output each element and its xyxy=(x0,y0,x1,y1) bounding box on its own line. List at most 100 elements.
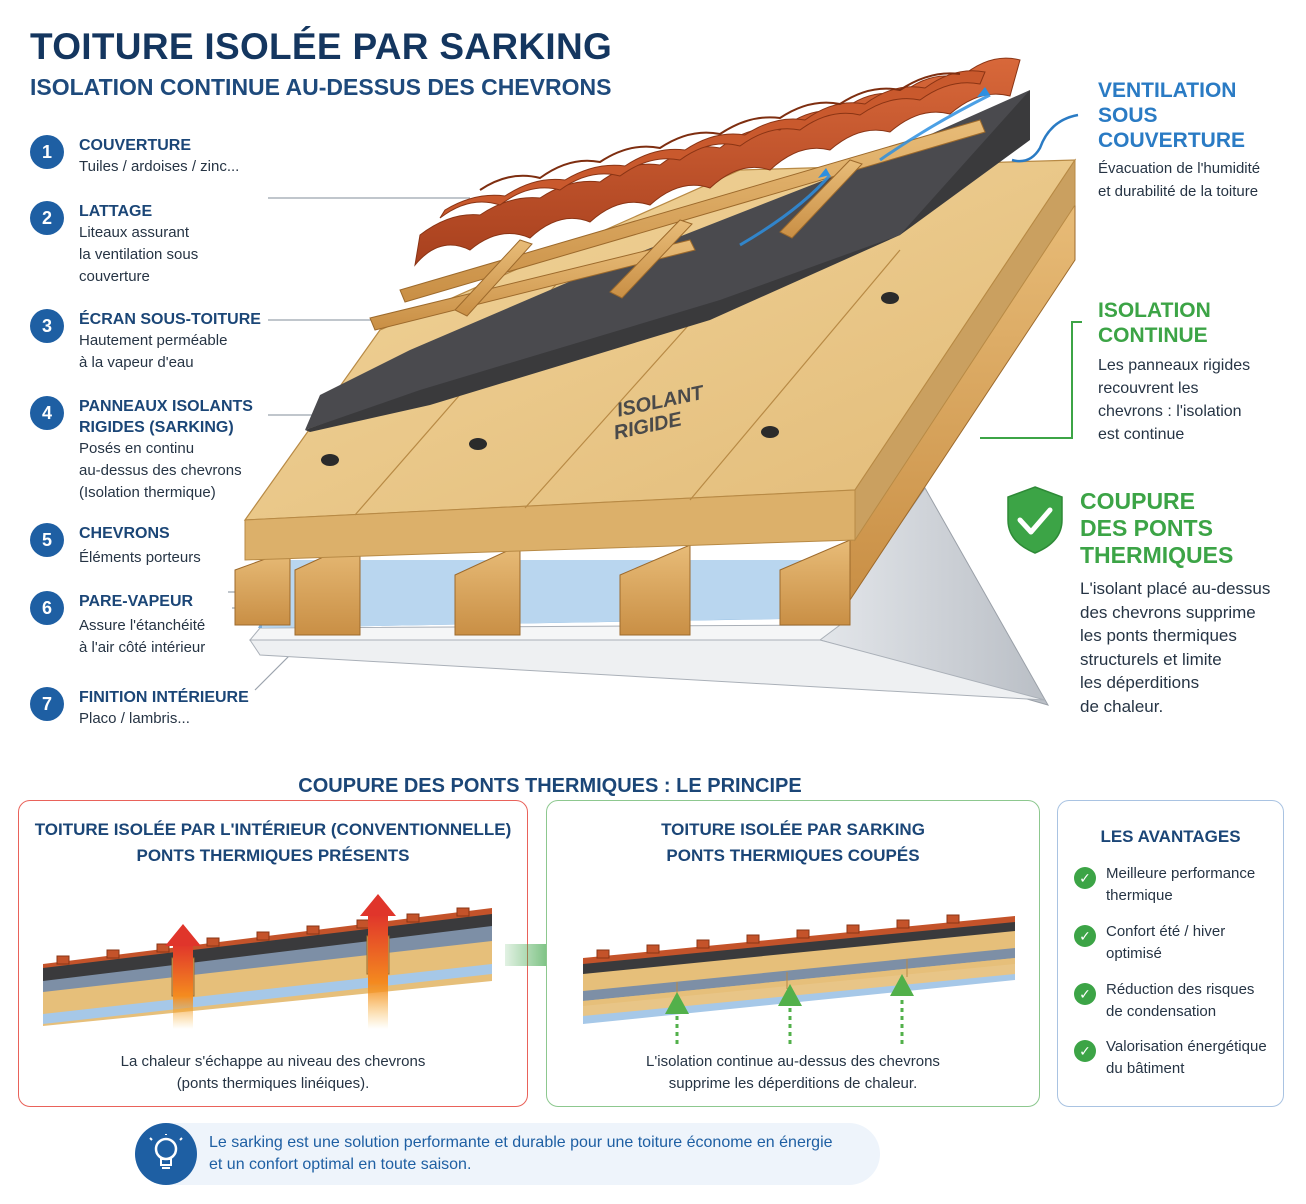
panel-conventional-title-1: TOITURE ISOLÉE PAR L'INTÉRIEUR (CONVENTI… xyxy=(34,820,512,839)
panel-conventional-caption-1: La chaleur s'échappe au niveau des chevr… xyxy=(120,1053,426,1070)
advantage-text: Valorisation énergétique xyxy=(1106,1038,1267,1055)
layer-desc: Posés en continu xyxy=(79,440,195,457)
layer-desc: à la vapeur d'eau xyxy=(79,354,194,371)
layer-title: PARE-VAPEUR xyxy=(79,593,194,610)
coupure-desc-5: les déperditions xyxy=(1080,673,1200,692)
coupure-desc-4: structurels et limite xyxy=(1080,649,1222,669)
tip-banner: Le sarking est une solution performante … xyxy=(135,1123,880,1185)
layer-title: COUVERTURE xyxy=(79,137,192,154)
advantage-text: Meilleure performance xyxy=(1106,865,1256,882)
layer-desc: à l'air côté intérieur xyxy=(79,639,206,656)
coupure-title-2: DES PONTS xyxy=(1080,515,1213,541)
advantage-text: Confort été / hiver xyxy=(1106,923,1226,940)
check-icon: ✓ xyxy=(1074,983,1096,1005)
check-icon: ✓ xyxy=(1074,1040,1096,1062)
ventilation-desc-1: Évacuation de l'humidité xyxy=(1098,160,1261,177)
isolation-title-2: CONTINUE xyxy=(1098,324,1208,347)
layer-item-finition: 7 FINITION INTÉRIEURE Placo / lambris... xyxy=(30,687,280,730)
layer-item-ecran: 3 ÉCRAN SOUS-TOITURE Hautement perméable… xyxy=(30,309,280,374)
layer-title: ÉCRAN SOUS-TOITURE xyxy=(79,311,261,328)
advantage-text-2: thermique xyxy=(1106,887,1173,904)
isolation-desc-4: est continue xyxy=(1098,426,1185,443)
coupure-title-1: COUPURE xyxy=(1080,488,1196,514)
layer-number: 5 xyxy=(30,523,64,557)
tip-text-1: Le sarking est une solution performante … xyxy=(209,1134,833,1151)
layer-item-chevrons: 5 CHEVRONS Éléments porteurs xyxy=(30,523,280,569)
check-icon: ✓ xyxy=(1074,925,1096,947)
panel-sarking-title-1: TOITURE ISOLÉE PAR SARKING xyxy=(661,820,925,839)
layer-desc: Tuiles / ardoises / zinc... xyxy=(79,158,240,175)
roof-cutaway-illustration: ISOLANT RIGIDE xyxy=(228,57,1082,706)
advantage-text-2: du bâtiment xyxy=(1106,1060,1185,1077)
layer-desc: la ventilation sous xyxy=(79,246,199,263)
panel-conventional: TOITURE ISOLÉE PAR L'INTÉRIEUR (CONVENTI… xyxy=(18,800,528,1107)
advantage-text: Réduction des risques xyxy=(1106,981,1255,998)
layer-title: FINITION INTÉRIEURE xyxy=(79,689,249,706)
panel-sarking-caption-1: L'isolation continue au-dessus des chevr… xyxy=(646,1053,940,1070)
screws xyxy=(321,292,899,466)
layer-desc: couverture xyxy=(79,268,150,285)
coupure-desc-2: des chevrons supprime xyxy=(1080,602,1256,622)
layer-title: CHEVRONS xyxy=(79,525,170,542)
roof-tiles xyxy=(414,57,1021,267)
advantage-item: ✓ Valorisation énergétique du bâtiment xyxy=(1074,1036,1274,1080)
lightbulb-icon xyxy=(135,1123,197,1185)
layer-number: 2 xyxy=(30,201,64,235)
layer-number: 1 xyxy=(30,135,64,169)
layer-number: 4 xyxy=(30,396,64,430)
layer-desc: (Isolation thermique) xyxy=(79,484,216,501)
blocked-heat-arrows xyxy=(665,974,914,1044)
layer-number: 7 xyxy=(30,687,64,721)
sarking-roof-section xyxy=(583,914,1015,1044)
panel-conventional-caption-2: (ponts thermiques linéiques). xyxy=(176,1075,370,1092)
isolation-desc-1: Les panneaux rigides xyxy=(1098,357,1251,374)
layer-item-pare-vapeur: 6 PARE-VAPEUR Assure l'étanchéité à l'ai… xyxy=(30,591,280,659)
conventional-roof-section xyxy=(43,894,492,1029)
shield-check-icon xyxy=(1007,486,1063,554)
isolation-title-1: ISOLATION xyxy=(1098,299,1211,322)
isolation-annotation: ISOLATION CONTINUE Les panneaux rigides … xyxy=(1098,298,1303,446)
layer-item-lattage: 2 LATTAGE Liteaux assurant la ventilatio… xyxy=(30,201,280,288)
panel-sarking-caption-2: supprime les déperditions de chaleur. xyxy=(668,1075,918,1092)
coupure-desc-3: les ponts thermiques xyxy=(1080,626,1237,645)
layer-title: LATTAGE xyxy=(79,203,153,220)
advantage-item: ✓ Confort été / hiver optimisé xyxy=(1074,921,1274,965)
ventilation-airflow-arrows xyxy=(739,93,991,247)
ventilation-desc-2: et durabilité de la toiture xyxy=(1098,183,1259,200)
page-subtitle: ISOLATION CONTINUE AU-DESSUS DES CHEVRON… xyxy=(30,74,612,100)
panel-advantages: LES AVANTAGES ✓ Meilleure performance th… xyxy=(1057,800,1284,1107)
isolation-desc-3: chevrons : l'isolation xyxy=(1098,403,1242,420)
layer-number: 3 xyxy=(30,309,64,343)
panel-sarking: TOITURE ISOLÉE PAR SARKING PONTS THERMIQ… xyxy=(546,800,1040,1107)
battens xyxy=(369,119,986,331)
principle-title: COUPURE DES PONTS THERMIQUES : LE PRINCI… xyxy=(298,775,802,797)
layer-number: 6 xyxy=(30,591,64,625)
coupure-desc-6: de chaleur. xyxy=(1080,696,1164,716)
coupure-title-3: THERMIQUES xyxy=(1080,542,1234,568)
page-title: TOITURE ISOLÉE PAR SARKING xyxy=(30,26,613,67)
layer-title-2: RIGIDES (SARKING) xyxy=(79,419,234,436)
layer-item-panneaux: 4 PANNEAUX ISOLANTS RIGIDES (SARKING) Po… xyxy=(30,396,280,504)
panel-conventional-title-2: PONTS THERMIQUES PRÉSENTS xyxy=(136,846,410,865)
layer-desc: Placo / lambris... xyxy=(79,710,190,727)
ventilation-title-2: SOUS COUVERTURE xyxy=(1098,104,1246,152)
layer-item-couverture: 1 COUVERTURE Tuiles / ardoises / zinc... xyxy=(30,135,280,178)
heat-loss-arrows xyxy=(165,894,396,1029)
isolation-desc-2: recouvrent les xyxy=(1098,380,1199,397)
layer-desc: Liteaux assurant xyxy=(79,224,190,241)
ventilation-annotation: VENTILATION SOUS COUVERTURE Évacuation d… xyxy=(1098,78,1303,203)
coupure-annotation: COUPURE DES PONTS THERMIQUES L'isolant p… xyxy=(1080,488,1302,718)
rafters xyxy=(234,198,1076,636)
layer-desc: au-dessus des chevrons xyxy=(79,462,242,479)
layer-desc: Assure l'étanchéité xyxy=(79,617,206,634)
panel-sarking-title-2: PONTS THERMIQUES COUPÉS xyxy=(666,846,920,865)
layer-desc: Hautement perméable xyxy=(79,332,228,349)
advantage-item: ✓ Réduction des risques de condensation xyxy=(1074,979,1274,1023)
advantage-text-2: optimisé xyxy=(1106,945,1162,962)
coupure-desc-1: L'isolant placé au-dessus xyxy=(1080,579,1271,598)
layer-title: PANNEAUX ISOLANTS xyxy=(79,398,253,415)
advantage-text-2: de condensation xyxy=(1106,1003,1217,1020)
tip-text-2: et un confort optimal en toute saison. xyxy=(209,1156,472,1173)
ventilation-title-1: VENTILATION xyxy=(1098,79,1237,102)
advantages-title: LES AVANTAGES xyxy=(1100,827,1241,846)
